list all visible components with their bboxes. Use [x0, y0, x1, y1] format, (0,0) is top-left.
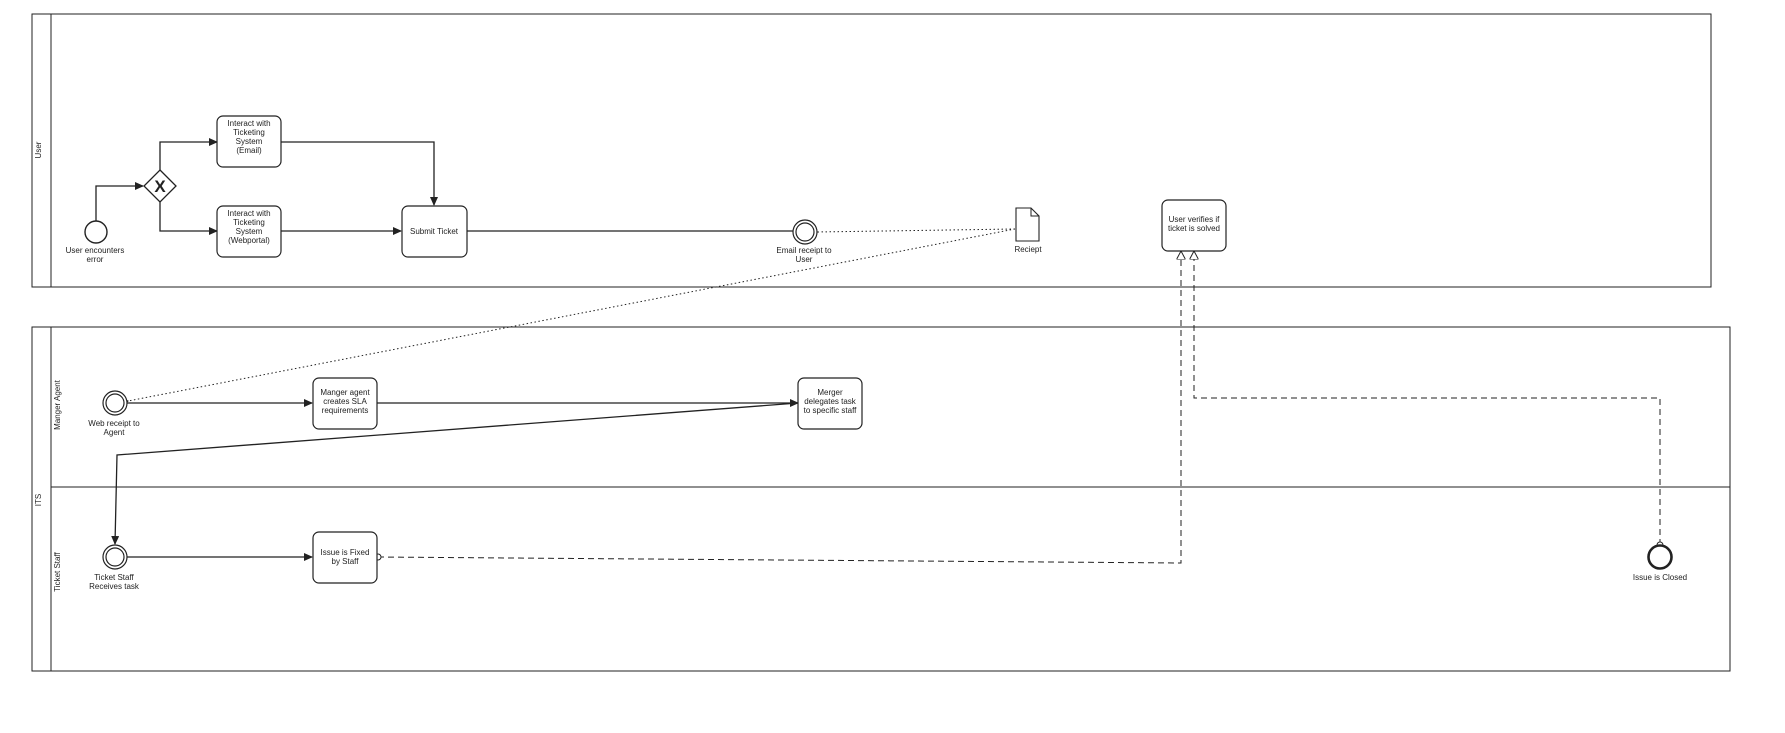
assoc-receipt-to-email — [817, 229, 1016, 232]
pool-user-label: User — [34, 141, 43, 158]
end-event-closed: Issue is Closed — [1633, 544, 1687, 582]
flow-gateway-to-web — [159, 201, 218, 235]
msg-closed-to-verify — [1194, 251, 1660, 545]
document-icon — [1015, 207, 1040, 242]
msg-fixed-to-verify — [378, 251, 1181, 564]
flow-email-to-submit — [281, 141, 438, 206]
lane-ticket-staff-label: Ticket Staff — [53, 551, 62, 591]
sequence-flows — [95, 138, 799, 561]
task-submit-ticket: Submit Ticket — [401, 205, 468, 258]
assoc-receipt-to-web — [128, 228, 1016, 401]
pool-user: User — [31, 13, 1712, 288]
lane-manager-agent-label: Manger Agent — [53, 379, 62, 430]
flow-start-to-gateway — [95, 182, 144, 221]
svg-text:Issue is Closed: Issue is Closed — [1633, 573, 1687, 582]
svg-text:Reciept: Reciept — [1014, 245, 1042, 254]
svg-text:Submit Ticket: Submit Ticket — [410, 227, 459, 236]
flow-gateway-to-email — [159, 138, 218, 172]
pool-its: ITS Manger Agent Ticket Staff — [31, 326, 1731, 672]
message-flows — [128, 228, 1660, 564]
pool-its-label: ITS — [34, 494, 43, 506]
data-object-receipt: Reciept — [1014, 207, 1042, 254]
exclusive-gateway: X — [143, 169, 177, 203]
flow-delegate-to-staff — [111, 402, 799, 545]
gateway-x-icon: X — [154, 177, 166, 196]
